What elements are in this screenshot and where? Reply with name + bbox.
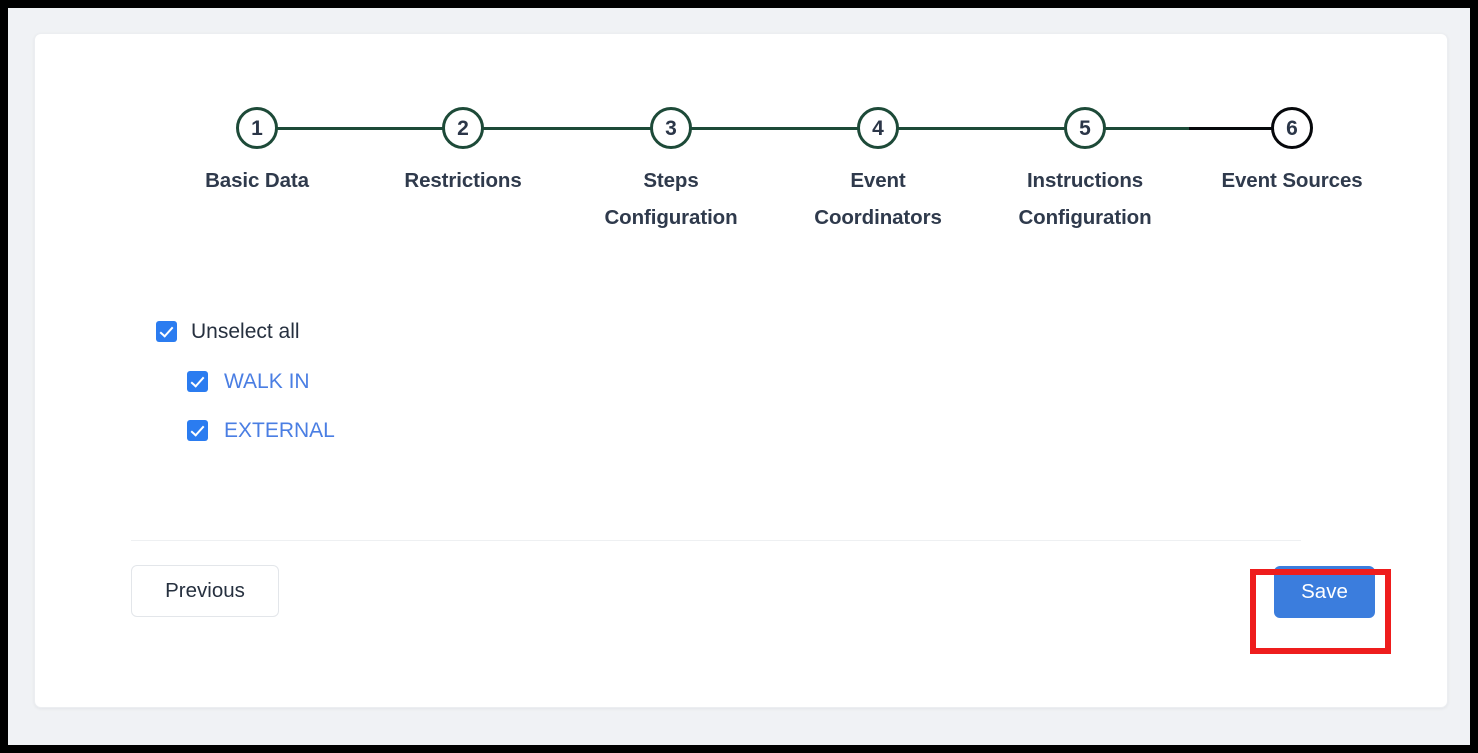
stepper-connector-2-3 <box>463 127 671 130</box>
stepper-circle-3[interactable]: 3 <box>650 107 692 149</box>
unselect-all-checkbox[interactable] <box>156 321 177 342</box>
stepper-label-6: Event Sources <box>1221 169 1363 192</box>
external-checkbox[interactable] <box>187 420 208 441</box>
unselect-all-label: Unselect all <box>191 320 300 343</box>
stepper-label-4: Event Coordinators <box>814 169 942 229</box>
stepper-circle-1[interactable]: 1 <box>236 107 278 149</box>
checkbox-row-external[interactable]: EXTERNAL <box>187 414 756 447</box>
stepper-circle-2[interactable]: 2 <box>442 107 484 149</box>
stepper-connector-3-4 <box>671 127 878 130</box>
stepper-connector-1-2 <box>257 127 463 130</box>
save-button[interactable]: Save <box>1274 566 1375 618</box>
external-label: EXTERNAL <box>224 419 335 442</box>
stepper-label-5: Instructions Configuration <box>1018 169 1152 229</box>
stepper-connector-5-6-active <box>1188 127 1292 130</box>
stepper-label-2: Restrictions <box>404 169 522 192</box>
stepper-label-1: Basic Data <box>205 169 309 192</box>
stepper-label-3: Steps Configuration <box>604 169 738 229</box>
footer-divider <box>131 540 1301 541</box>
checkbox-row-unselect-all[interactable]: Unselect all <box>156 315 756 348</box>
previous-button[interactable]: Previous <box>131 565 279 617</box>
stepper-circle-6[interactable]: 6 <box>1271 107 1313 149</box>
walk-in-checkbox[interactable] <box>187 371 208 392</box>
stepper-connector-4-5 <box>878 127 1085 130</box>
checkbox-row-walk-in[interactable]: WALK IN <box>187 365 756 398</box>
walk-in-label: WALK IN <box>224 370 310 393</box>
event-sources-list: Unselect all WALK IN EXTERNAL <box>156 315 756 463</box>
stepper-circle-5[interactable]: 5 <box>1064 107 1106 149</box>
stepper-circle-4[interactable]: 4 <box>857 107 899 149</box>
